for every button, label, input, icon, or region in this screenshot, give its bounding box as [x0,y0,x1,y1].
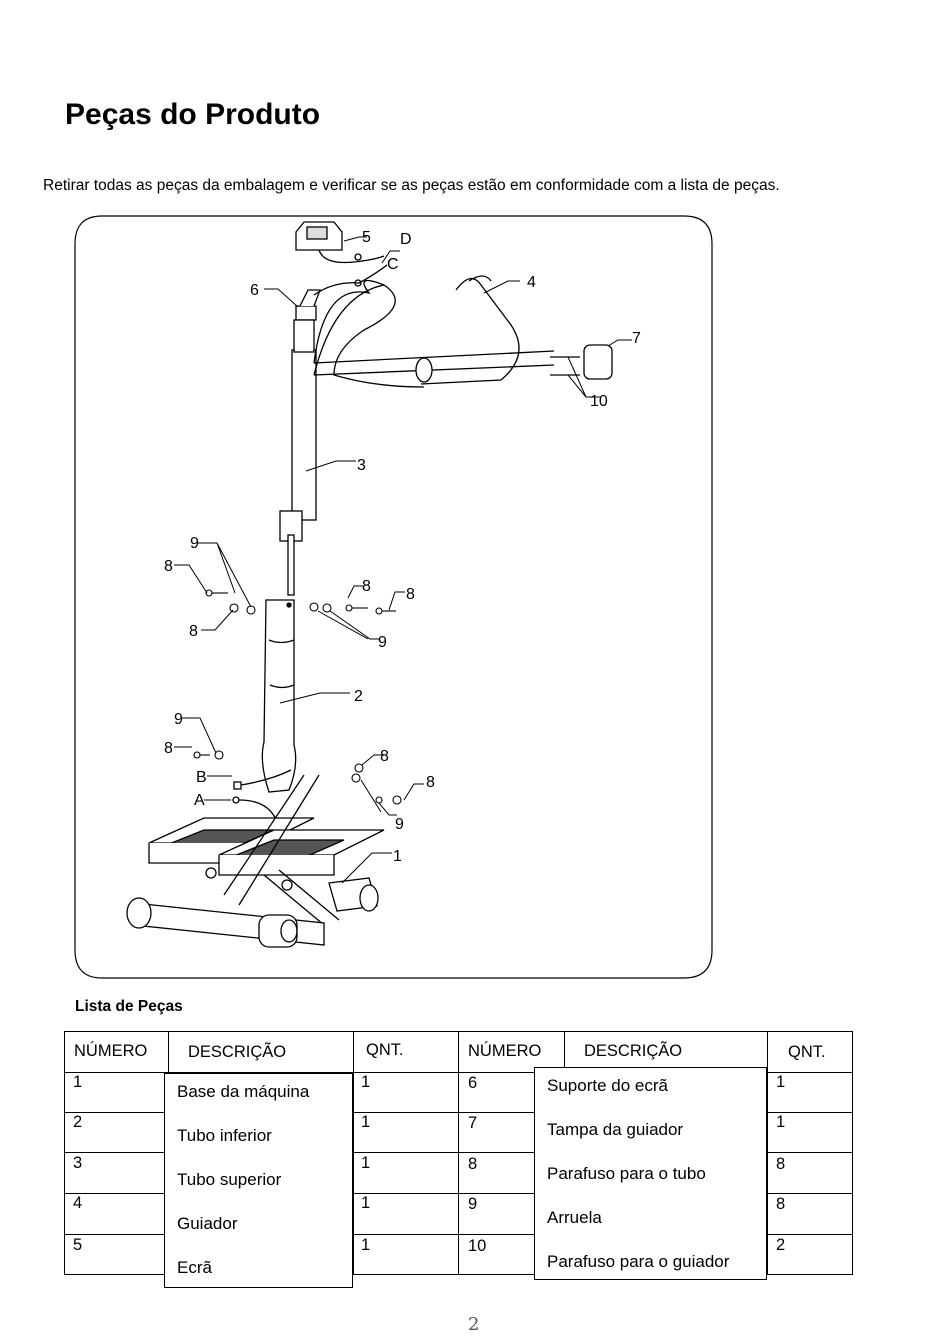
description: Tubo inferior [177,1126,272,1145]
row-quantity: 1 [776,1113,786,1131]
callout-label: 8 [164,740,173,757]
header-descricao-1: DESCRIÇÃO [188,1043,287,1061]
row-number: 2 [73,1113,83,1131]
callout-label: B [196,769,207,786]
header-qnt-2: QNT. [788,1043,826,1061]
callout-label: 8 [380,748,389,765]
callout-label: 2 [354,688,363,705]
page-number: 2 [468,1314,480,1335]
row-number: 6 [468,1074,478,1092]
callout-label: D [400,231,412,248]
callout-label: C [387,256,399,273]
intro-text: Retirar todas as peças da embalagem e ve… [43,177,780,194]
row-quantity: 1 [361,1236,371,1254]
callout-label: A [194,792,205,809]
row-number: 9 [468,1195,478,1213]
upper-tube-part [279,319,317,596]
callout-label: 9 [174,711,183,728]
description: Parafuso para o tubo [547,1164,706,1183]
callout-label: 9 [395,816,404,833]
callout-label: 10 [590,393,608,410]
callout-label: 9 [378,634,387,651]
callout-label: 6 [250,282,259,299]
row-quantity: 1 [776,1073,786,1091]
lower-tube-part [261,599,297,793]
callout-label: 9 [190,535,199,552]
description: Suporte do ecrã [547,1076,668,1095]
display-part [295,221,385,264]
base-machine-part [126,774,385,948]
callout-label: 8 [362,578,371,595]
header-numero-1: NÚMERO [74,1042,148,1060]
header-descricao-2: DESCRIÇÃO [584,1042,683,1060]
header-qnt-1: QNT. [366,1041,404,1059]
callout-label: 4 [527,274,536,291]
page-title: Peças do Produto [65,98,321,131]
row-quantity: 8 [776,1195,786,1213]
parts-table: NÚMERO DESCRIÇÃO QNT. NÚMERO DESCRIÇÃO Q… [64,1031,853,1288]
callout-label: 3 [357,457,366,474]
description: Arruela [547,1208,602,1227]
row-quantity: 8 [776,1155,786,1173]
row-quantity: 2 [776,1236,786,1254]
row-number: 8 [468,1155,478,1173]
row-quantity: 1 [361,1194,371,1212]
row-quantity: 1 [361,1113,371,1131]
description: Parafuso para o guiador [547,1252,730,1271]
row-quantity: 1 [361,1154,371,1172]
description: Base da máquina [177,1082,310,1101]
row-number: 3 [73,1154,83,1172]
row-number: 10 [468,1237,487,1255]
product-parts-diagram: 5 D C 6 4 7 10 3 9 8 8 8 8 9 2 9 8 B A 8… [74,215,714,979]
description: Tubo superior [177,1170,282,1189]
callout-label: 8 [164,558,173,575]
description: Guiador [177,1214,238,1233]
handlebar-part [313,275,613,388]
callout-label: 1 [393,848,402,865]
description-box-left: Base da máquina Tubo inferior Tubo super… [164,1073,353,1288]
description: Ecrã [177,1258,212,1277]
callout-label: 8 [406,586,415,603]
callout-label: 5 [362,229,371,246]
callout-label: 7 [632,330,641,347]
row-number: 5 [73,1236,83,1254]
row-number: 4 [73,1194,83,1212]
row-number: 7 [468,1114,478,1132]
callout-labels: 5 D C 6 4 7 10 3 9 8 8 8 8 9 2 9 8 B A 8… [164,229,641,865]
header-numero-2: NÚMERO [468,1042,542,1060]
callout-label: 8 [189,623,198,640]
parts-list-title: Lista de Peças [75,998,183,1015]
row-number: 1 [73,1073,83,1091]
callout-label: 8 [426,774,435,791]
description: Tampa da guiador [547,1120,684,1139]
row-quantity: 1 [361,1073,371,1091]
description-box-right: Suporte do ecrã Tampa da guiador Parafus… [534,1067,767,1280]
